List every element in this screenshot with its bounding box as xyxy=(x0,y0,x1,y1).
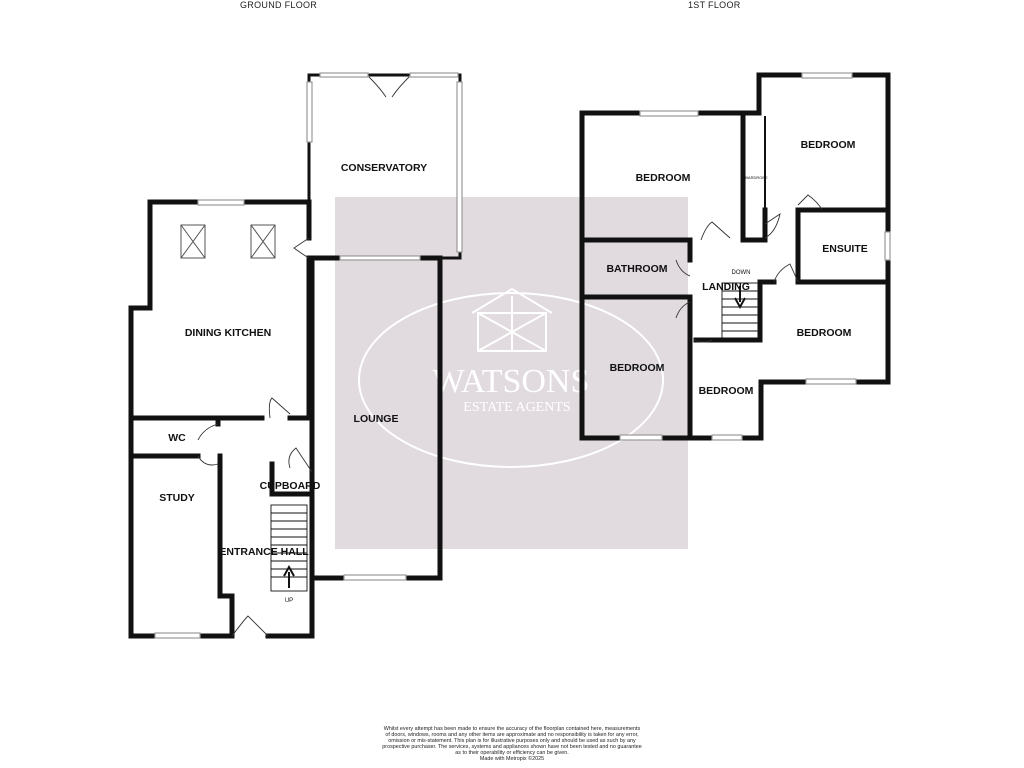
room-label-ensuite: ENSUITE xyxy=(822,243,868,255)
room-label-bedroom-4: BEDROOM xyxy=(610,362,665,374)
ground-floor-windows xyxy=(154,72,463,639)
room-label-bedroom-5: BEDROOM xyxy=(699,385,754,397)
room-label-conservatory: CONSERVATORY xyxy=(341,162,427,174)
stairs-down-label: DOWN xyxy=(732,270,751,276)
first-floor-door-swings xyxy=(675,194,823,343)
room-label-wc: WC xyxy=(168,432,186,444)
room-label-bathroom: BATHROOM xyxy=(606,263,667,275)
first-floor-title: 1ST FLOOR xyxy=(688,0,741,10)
door-swings xyxy=(197,76,410,637)
stairs-down-arrow-icon xyxy=(734,286,746,310)
disclaimer-line: Whilst every attempt has been made to en… xyxy=(383,726,641,732)
room-label-study: STUDY xyxy=(159,492,195,504)
room-label-entrance-hall: ENTRANCE HALL xyxy=(219,546,309,558)
room-label-bedroom-3: BEDROOM xyxy=(797,327,852,339)
room-label-bedroom-1: BEDROOM xyxy=(636,172,691,184)
room-label-lounge: LOUNGE xyxy=(354,413,399,425)
first-floor-windows xyxy=(619,72,891,441)
room-label-cupboard: CUPBOARD xyxy=(260,480,321,492)
disclaimer-line: as to their operability or efficiency ca… xyxy=(455,750,569,757)
skylight-icons xyxy=(180,224,276,259)
room-label-dining-kitchen: DINING KITCHEN xyxy=(185,327,271,339)
disclaimer-credit: Made with Metropix ©2025 xyxy=(479,756,545,763)
watermark-house-icon xyxy=(471,287,553,352)
disclaimer-line: prospective purchaser. The services, sys… xyxy=(382,744,642,751)
wardrobe-label: WARDROBE xyxy=(744,175,768,180)
room-label-bedroom-2: BEDROOM xyxy=(801,139,856,151)
disclaimer: Whilst every attempt has been made to en… xyxy=(330,726,694,763)
disclaimer-line: of doors, windows, rooms and any other i… xyxy=(385,732,639,739)
stairs-up-arrow-icon xyxy=(283,564,295,588)
stairs-up-label: UP xyxy=(285,598,293,604)
watermark-brand: WATSONS xyxy=(433,363,590,400)
room-label-landing: LANDING xyxy=(702,281,750,293)
disclaimer-line: omission or mis-statement. This plan is … xyxy=(388,738,636,745)
ground-floor-title: GROUND FLOOR xyxy=(240,0,318,10)
watermark-tagline: ESTATE AGENTS xyxy=(463,400,570,415)
